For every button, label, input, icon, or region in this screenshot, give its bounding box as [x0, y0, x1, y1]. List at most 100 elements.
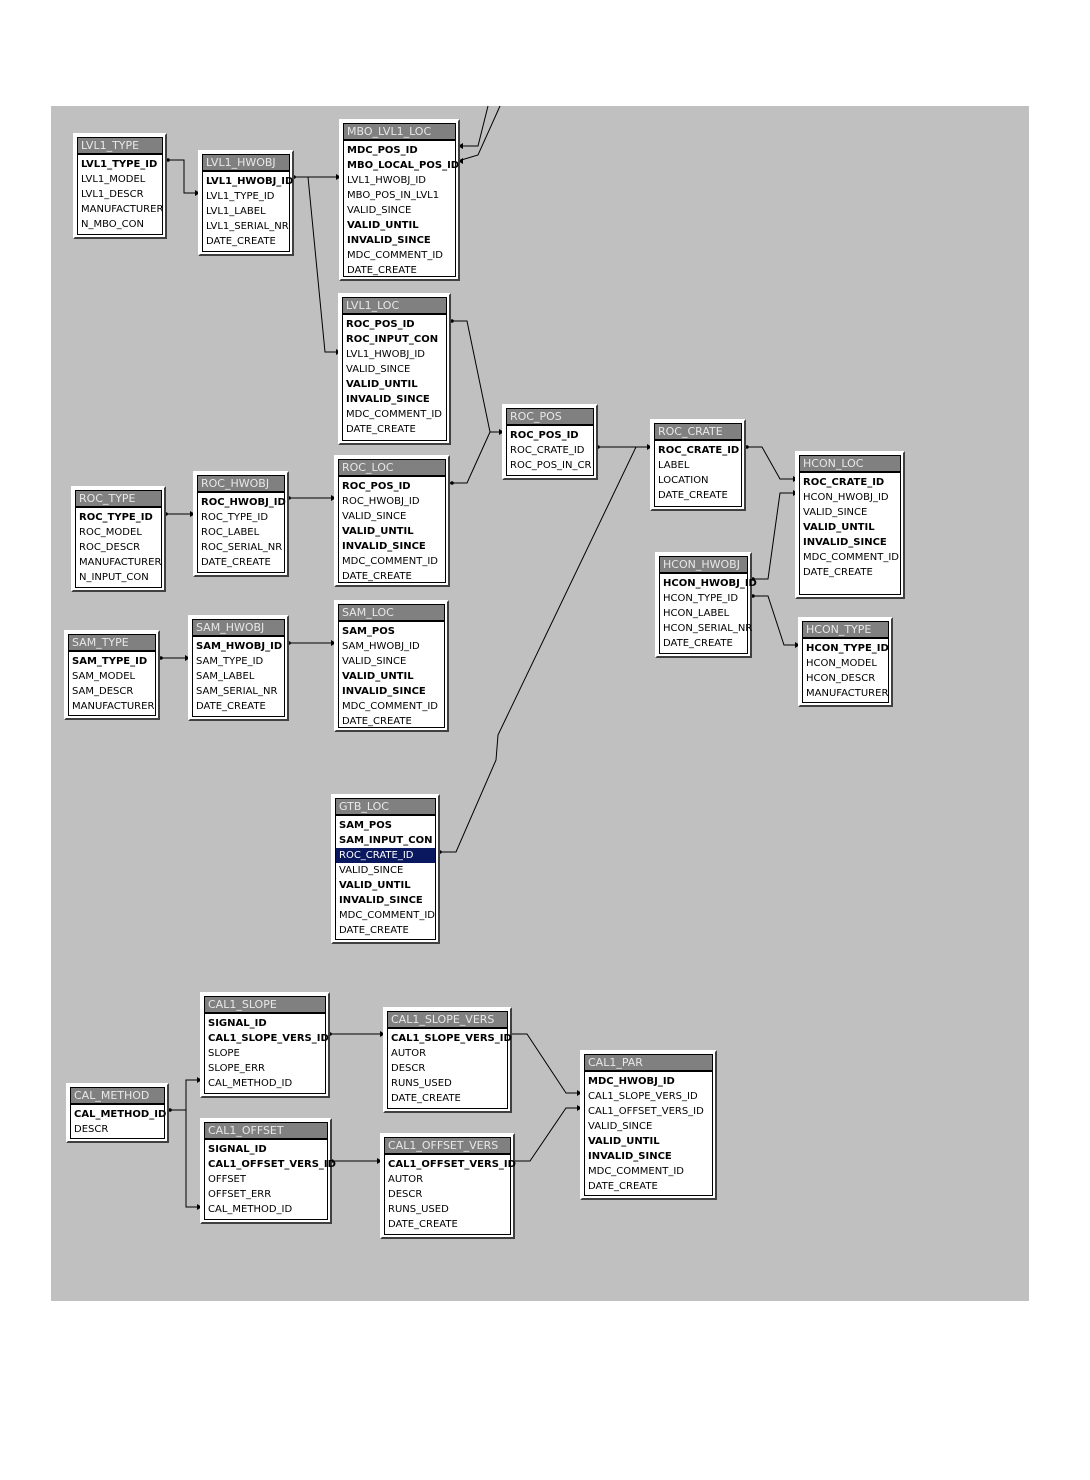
- table-column[interactable]: DESCR: [74, 1124, 109, 1135]
- table-column[interactable]: SAM_SERIAL_NR: [196, 686, 278, 697]
- table-column[interactable]: DESCR: [391, 1063, 426, 1074]
- table-title[interactable]: CAL_METHOD: [71, 1088, 164, 1105]
- table-column[interactable]: MANUFACTURER: [72, 701, 155, 712]
- primary-key-column[interactable]: VALID_UNTIL: [342, 671, 414, 682]
- table-column[interactable]: DATE_CREATE: [206, 236, 276, 247]
- table-title[interactable]: CAL1_SLOPE_VERS: [388, 1012, 507, 1029]
- table-title[interactable]: ROC_POS: [507, 409, 593, 426]
- table-column[interactable]: CAL1_OFFSET_VERS_ID: [588, 1106, 704, 1117]
- table-column[interactable]: RUNS_USED: [388, 1204, 449, 1215]
- table-title[interactable]: CAL1_OFFSET: [205, 1123, 327, 1140]
- table-column[interactable]: ROC_CRATE_ID: [510, 445, 585, 456]
- table-column[interactable]: AUTOR: [388, 1174, 424, 1185]
- table-column[interactable]: ROC_TYPE_ID: [201, 512, 269, 523]
- table-title[interactable]: LVL1_LOC: [343, 298, 446, 315]
- table-column[interactable]: DATE_CREATE: [342, 716, 412, 727]
- primary-key-column[interactable]: SAM_HWOBJ_ID: [196, 641, 283, 652]
- table-column[interactable]: ROC_LABEL: [201, 527, 260, 538]
- table-column[interactable]: DATE_CREATE: [803, 567, 873, 578]
- table-column[interactable]: DESCR: [388, 1189, 423, 1200]
- table-column[interactable]: ROC_HWOBJ_ID: [342, 496, 420, 507]
- table-column[interactable]: LVL1_MODEL: [81, 174, 146, 185]
- primary-key-column[interactable]: CAL1_SLOPE_VERS_ID: [391, 1033, 512, 1044]
- table-column[interactable]: VALID_SINCE: [347, 205, 412, 216]
- table-column[interactable]: VALID_SINCE: [339, 865, 404, 876]
- primary-key-column[interactable]: CAL1_OFFSET_VERS_ID: [388, 1159, 516, 1170]
- table-column[interactable]: LVL1_HWOBJ_ID: [347, 175, 426, 186]
- table-column[interactable]: OFFSET: [208, 1174, 246, 1185]
- primary-key-column[interactable]: INVALID_SINCE: [342, 686, 426, 697]
- table-column[interactable]: DATE_CREATE: [196, 701, 266, 712]
- table-title[interactable]: MBO_LVL1_LOC: [344, 124, 455, 141]
- table-column[interactable]: SAM_HWOBJ_ID: [342, 641, 420, 652]
- table-column[interactable]: DATE_CREATE: [339, 925, 409, 936]
- primary-key-column[interactable]: ROC_HWOBJ_ID: [201, 497, 286, 508]
- table-column[interactable]: LVL1_HWOBJ_ID: [346, 349, 425, 360]
- primary-key-column[interactable]: ROC_POS_ID: [342, 481, 411, 492]
- primary-key-column[interactable]: ROC_INPUT_CON: [346, 334, 439, 345]
- table-column[interactable]: HCON_LABEL: [663, 608, 730, 619]
- table-column[interactable]: MDC_COMMENT_ID: [803, 552, 899, 563]
- table-column[interactable]: VALID_SINCE: [803, 507, 868, 518]
- table-column[interactable]: DATE_CREATE: [391, 1093, 461, 1104]
- table-column[interactable]: MDC_COMMENT_ID: [347, 250, 443, 261]
- table-title[interactable]: ROC_CRATE: [655, 424, 741, 441]
- primary-key-column[interactable]: SAM_POS: [339, 820, 392, 831]
- table-column[interactable]: LVL1_SERIAL_NR: [206, 221, 289, 232]
- table-column[interactable]: N_INPUT_CON: [79, 572, 149, 583]
- primary-key-column[interactable]: INVALID_SINCE: [346, 394, 430, 405]
- table-title[interactable]: CAL1_SLOPE: [205, 997, 325, 1014]
- primary-key-column[interactable]: MBO_LOCAL_POS_ID: [347, 160, 460, 171]
- table-column[interactable]: RUNS_USED: [391, 1078, 452, 1089]
- primary-key-column[interactable]: INVALID_SINCE: [339, 895, 423, 906]
- table-title[interactable]: ROC_LOC: [339, 460, 445, 477]
- table-column[interactable]: CAL1_SLOPE_VERS_ID: [588, 1091, 698, 1102]
- table-column[interactable]: ROC_CRATE_ID: [336, 848, 435, 863]
- table-column[interactable]: SLOPE: [208, 1048, 240, 1059]
- table-column[interactable]: DATE_CREATE: [663, 638, 733, 649]
- table-column[interactable]: MDC_COMMENT_ID: [342, 556, 438, 567]
- table-title[interactable]: SAM_TYPE: [69, 635, 155, 652]
- table-title[interactable]: CAL1_PAR: [585, 1055, 712, 1072]
- table-column[interactable]: SAM_LABEL: [196, 671, 255, 682]
- primary-key-column[interactable]: CAL1_OFFSET_VERS_ID: [208, 1159, 336, 1170]
- table-title[interactable]: HCON_TYPE: [803, 622, 888, 639]
- primary-key-column[interactable]: VALID_UNTIL: [588, 1136, 660, 1147]
- primary-key-column[interactable]: ROC_CRATE_ID: [803, 477, 885, 488]
- table-column[interactable]: DATE_CREATE: [201, 557, 271, 568]
- table-column[interactable]: DATE_CREATE: [346, 424, 416, 435]
- table-column[interactable]: AUTOR: [391, 1048, 427, 1059]
- primary-key-column[interactable]: CAL1_SLOPE_VERS_ID: [208, 1033, 329, 1044]
- table-column[interactable]: HCON_TYPE_ID: [663, 593, 739, 604]
- table-column[interactable]: LVL1_TYPE_ID: [206, 191, 275, 202]
- primary-key-column[interactable]: HCON_TYPE_ID: [806, 643, 889, 654]
- table-column[interactable]: CAL_METHOD_ID: [208, 1078, 293, 1089]
- table-column[interactable]: HCON_SERIAL_NR: [663, 623, 753, 634]
- table-column[interactable]: MANUFACTURER: [79, 557, 162, 568]
- table-column[interactable]: LABEL: [658, 460, 690, 471]
- primary-key-column[interactable]: LVL1_TYPE_ID: [81, 159, 158, 170]
- table-column[interactable]: HCON_DESCR: [806, 673, 876, 684]
- primary-key-column[interactable]: SAM_POS: [342, 626, 395, 637]
- table-title[interactable]: CAL1_OFFSET_VERS: [385, 1138, 510, 1155]
- primary-key-column[interactable]: ROC_CRATE_ID: [658, 445, 740, 456]
- table-column[interactable]: MDC_COMMENT_ID: [346, 409, 442, 420]
- table-column[interactable]: SLOPE_ERR: [208, 1063, 265, 1074]
- table-title[interactable]: LVL1_TYPE: [78, 138, 162, 155]
- primary-key-column[interactable]: SAM_TYPE_ID: [72, 656, 148, 667]
- primary-key-column[interactable]: INVALID_SINCE: [588, 1151, 672, 1162]
